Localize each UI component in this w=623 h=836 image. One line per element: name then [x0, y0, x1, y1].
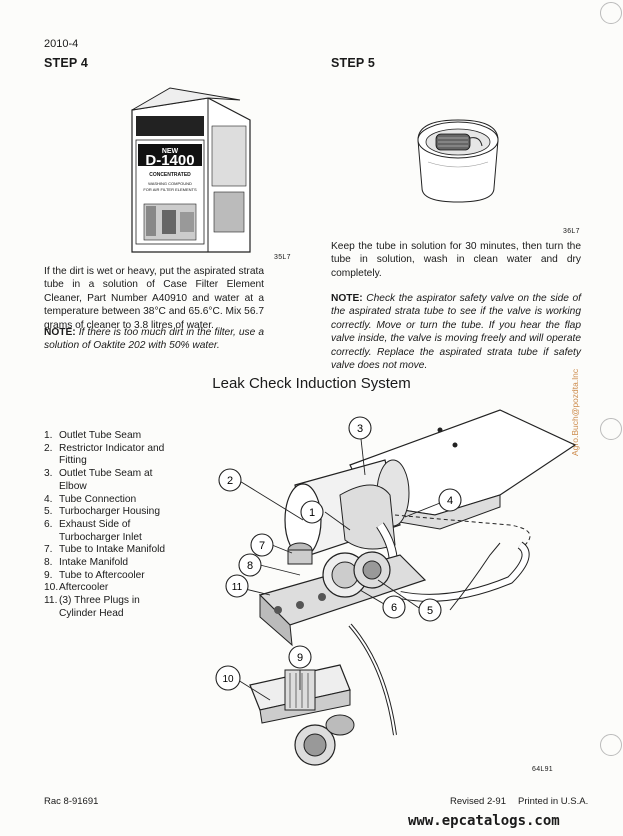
svg-text:6: 6: [391, 602, 397, 614]
legend-item: 7.Tube to Intake Manifold: [44, 544, 166, 556]
callout-9: 9: [288, 645, 312, 669]
step5-title: STEP 5: [331, 56, 376, 70]
bottom-watermark: www.epcatalogs.com: [408, 813, 560, 829]
box-desc2: FOR AIR FILTER ELEMENTS: [143, 187, 197, 192]
step5-paragraph: Keep the tube in solution for 30 minutes…: [331, 241, 581, 279]
svg-text:3: 3: [357, 423, 363, 435]
svg-text:10: 10: [222, 674, 234, 685]
callout-7: 7: [250, 533, 274, 557]
box-brand-line3: CONCENTRATED: [149, 172, 191, 178]
svg-text:9: 9: [297, 652, 303, 664]
box-brand-line1: NEW: [162, 148, 179, 155]
svg-text:5: 5: [427, 605, 433, 617]
svg-text:4: 4: [447, 495, 453, 507]
footer-revised: Revised 2-91: [450, 796, 506, 807]
step5-note-label: NOTE:: [331, 293, 363, 304]
legend-item: 8.Intake Manifold: [44, 557, 129, 569]
svg-text:11: 11: [232, 582, 243, 593]
binder-hole-top: [600, 2, 622, 24]
step5-note: NOTE: Check the aspirator safety valve o…: [331, 292, 581, 372]
leak-check-legend: 1.Outlet Tube Seam 2.Restrictor Indicato…: [44, 430, 172, 621]
svg-text:2: 2: [227, 475, 233, 487]
legend-item: 4.Tube Connection: [44, 493, 137, 505]
step4-note-text: If there is too much dirt in the filter,…: [44, 327, 264, 352]
legend-item: 3.Outlet Tube Seam at Elbow: [44, 468, 153, 492]
footer-printed: Printed in U.S.A.: [518, 796, 589, 807]
section-number: 2010-4: [44, 38, 79, 50]
legend-item: 1.Outlet Tube Seam: [44, 430, 142, 441]
callout-11: 11: [225, 574, 249, 598]
footer-left: Rac 8-91691: [44, 796, 99, 807]
binder-hole-bottom: [600, 734, 622, 756]
binder-hole-middle: [600, 418, 622, 440]
leak-check-title: Leak Check Induction System: [212, 375, 411, 392]
step4-figure-code: 35L7: [274, 254, 291, 261]
legend-item: 6.Exhaust Side of Turbocharger Inlet: [44, 518, 142, 543]
svg-text:8: 8: [247, 560, 253, 572]
step5-figure-code: 36L7: [563, 228, 580, 235]
legend-item: 2.Restrictor Indicator and Fitting: [44, 442, 165, 467]
callout-10: 10: [215, 665, 241, 691]
legend-item: 11.(3) Three Plugs in Cylinder Head: [44, 595, 140, 619]
box-desc1: WASHING COMPOUND: [148, 181, 192, 186]
legend-item: 10.Aftercooler: [44, 582, 109, 594]
svg-text:1: 1: [309, 507, 315, 519]
callout-1: 1: [300, 500, 324, 524]
leak-check-figure-code: 64L91: [532, 766, 553, 773]
callout-6: 6: [382, 595, 406, 619]
step4-paragraph: If the dirt is wet or heavy, put the asp…: [44, 266, 264, 331]
legend-item: 5.Turbocharger Housing: [44, 506, 160, 518]
step4-title: STEP 4: [44, 56, 89, 70]
callout-2: 2: [218, 468, 242, 492]
step5-note-text: Check the aspirator safety valve on the …: [331, 293, 581, 372]
box-brand-line2: D-1400: [145, 152, 194, 169]
svg-text:7: 7: [259, 540, 265, 552]
callout-8: 8: [238, 553, 262, 577]
callout-5: 5: [418, 598, 442, 622]
callout-4: 4: [438, 488, 462, 512]
step4-note: NOTE: If there is too much dirt in the f…: [44, 326, 264, 353]
step4-note-label: NOTE:: [44, 327, 76, 338]
induction-system-diagram: 1 2 3 4 5 6 7 8 9 10 11: [215, 409, 577, 766]
callout-3: 3: [348, 416, 372, 440]
tube-in-solution-illustration: [417, 119, 499, 203]
legend-item: 9.Tube to Aftercooler: [44, 569, 145, 581]
cleaner-box-illustration: NEW D-1400 CONCENTRATED WASHING COMPOUND…: [131, 87, 251, 253]
